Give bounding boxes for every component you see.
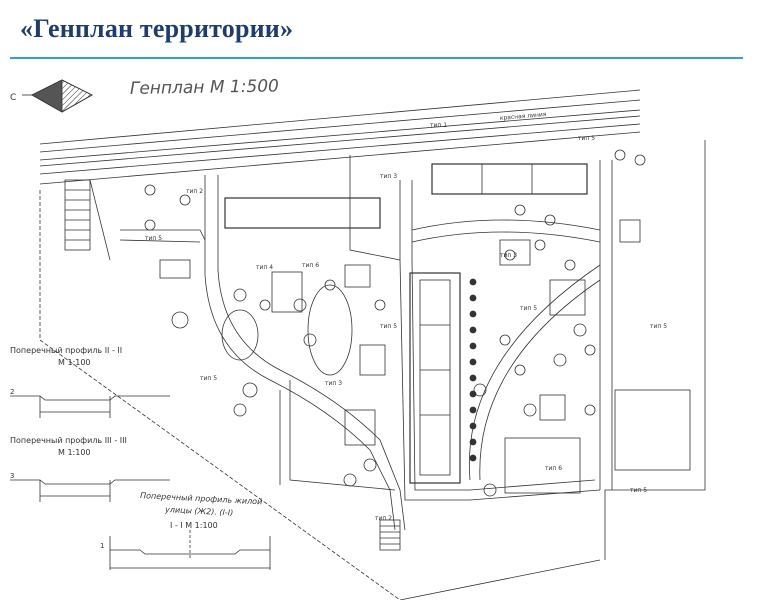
site-plan-drawing: С Генплан М 1:500 красная линия тип 1 ти… [10, 76, 706, 600]
building-block-2 [431, 163, 588, 195]
type-label: тип 2 [375, 515, 392, 522]
profile-1-drawing [109, 530, 271, 570]
profile-1-marker: 1 [100, 542, 104, 550]
profile-2-drawing [10, 395, 170, 418]
type-label: тип 2 [186, 188, 203, 195]
building-block-1 [224, 197, 381, 229]
type-label: тип 5 [145, 235, 162, 242]
type-label: тип 3 [325, 380, 342, 387]
type-label: тип 5 [578, 135, 595, 142]
profile-3-title: Поперечный профиль III - III [10, 436, 127, 445]
profile-3-scale: М 1:100 [58, 448, 91, 457]
building-long [409, 272, 461, 484]
type-label: тип 5 [380, 323, 397, 330]
north-letter: С [10, 93, 16, 103]
north-arrow-icon [22, 79, 93, 113]
plan-heading: Генплан М 1:500 [130, 76, 279, 99]
type-label: тип 3 [380, 173, 397, 180]
sports-ground [504, 437, 581, 494]
building-small-3 [359, 344, 386, 376]
type-label: тип 3 [500, 252, 517, 259]
type-label: тип 4 [256, 264, 273, 271]
tree-row [469, 278, 477, 462]
profile-3-drawing [10, 479, 170, 502]
type-label: тип 5 [650, 323, 667, 330]
profile-3-marker: 3 [10, 472, 14, 480]
profile-2-title: Поперечный профиль II - II [10, 346, 122, 355]
playground-right [614, 389, 691, 471]
building-small-8 [159, 259, 191, 279]
profile-1-scale: I - I М 1:100 [170, 521, 218, 530]
profile-2-marker: 2 [10, 388, 14, 396]
building-small-1 [271, 271, 303, 313]
building-small-5 [499, 239, 531, 266]
page-title: «Генплан территории» [20, 14, 294, 43]
parking-left [64, 179, 111, 261]
profile-1-sub: улицы (Ж2). (I-I) [164, 505, 234, 518]
building-small-2 [344, 264, 371, 288]
main-road [39, 89, 641, 185]
building-small-6 [549, 279, 586, 316]
type-label: тип 5 [630, 487, 647, 494]
trees [144, 149, 646, 497]
type-label: тип 5 [520, 305, 537, 312]
site-boundary [39, 190, 401, 600]
type-label: тип 6 [545, 465, 562, 472]
building-small-4 [344, 409, 376, 446]
profile-1-title: Поперечный профиль жилой [140, 491, 263, 506]
profile-2-scale: М 1:100 [58, 358, 91, 367]
internal-roads [119, 155, 613, 531]
type-label: тип 6 [302, 262, 319, 269]
street-label: красная линия [500, 111, 548, 122]
title-divider [10, 57, 743, 59]
type-label: тип 5 [200, 375, 217, 382]
type-label: тип 1 [430, 122, 447, 129]
building-small-7 [539, 394, 566, 421]
